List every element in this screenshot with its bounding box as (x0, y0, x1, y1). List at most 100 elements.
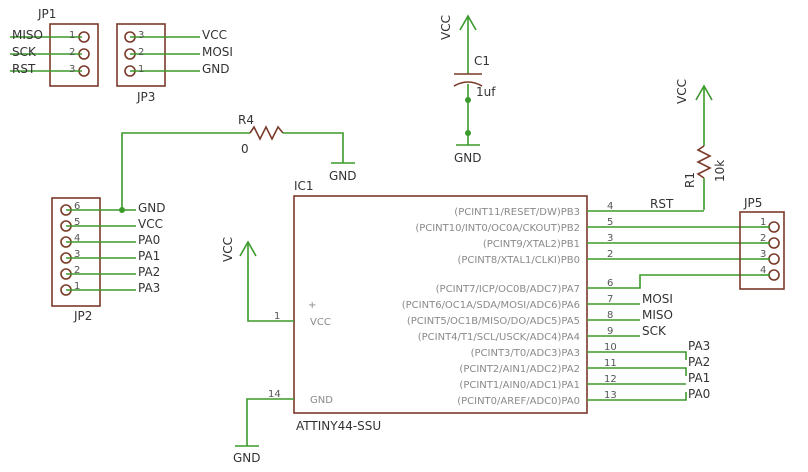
junction-dot (465, 130, 471, 136)
r1-zigzag (696, 145, 712, 179)
r4-name: R4 (238, 113, 254, 127)
ic1-net-label: PA1 (688, 371, 710, 385)
ic1-pin-label: (PCINT3/T0/ADC3)PA3 (471, 348, 580, 359)
ic1-net-label: PA3 (688, 339, 710, 353)
jp5-header: JP5 1 2 3 4 (739, 196, 785, 290)
ic1-pin-label: (PCINT4/T1/SCL/USCK/ADC4)PA4 (418, 332, 580, 343)
ic1-plus-mark: + (308, 300, 316, 311)
jp2-signal-label: PA2 (138, 265, 160, 279)
ic1-pin-number: 6 (607, 278, 613, 289)
ic1-pin-number: 9 (607, 326, 613, 337)
jp2-pin-number: 1 (74, 281, 80, 292)
jp2-signal-label: VCC (138, 217, 163, 231)
r4-gnd-label: GND (329, 169, 357, 183)
jp2-body (51, 197, 101, 307)
jp5-pin-circle (768, 253, 780, 265)
ic1-pin-number: 10 (604, 342, 617, 353)
ic1-pin-label: (PCINT10/INT0/OC0A/CKOUT)PB2 (415, 223, 580, 234)
jp2-signal-label: PA3 (138, 281, 160, 295)
jp2-pin-number: 3 (74, 249, 80, 260)
jp2-name: JP2 (73, 309, 92, 323)
ic1-gnd-supply-label: GND (233, 451, 261, 465)
ic1-net-label: RST (650, 197, 674, 211)
jp5-pin-number: 3 (760, 249, 766, 260)
jp3-header: 3 2 1 VCC MOSI GND JP3 (116, 23, 233, 104)
r1-name: R1 (683, 172, 697, 188)
jp1-pin-number: 1 (69, 30, 75, 41)
jp2-header: 6 5 4 3 2 1 GND VCC PA0 PA1 PA2 PA3 JP2 (51, 197, 166, 323)
jp5-pin-circle (768, 221, 780, 233)
jp1-header: JP1 MISO SCK RST 1 2 3 (10, 7, 99, 87)
jp3-body (116, 23, 166, 87)
ic1-pin-number: 11 (604, 358, 617, 369)
jp5-pin-circle (768, 269, 780, 281)
ic1-pin-label: (PCINT1/AIN0/ADC1)PA1 (459, 380, 580, 391)
r4-value: 0 (241, 142, 249, 156)
c1-gnd-label: GND (454, 151, 482, 165)
r4-zigzag (249, 125, 284, 141)
ic1-pin-label: (PCINT11/RESET/DW)PB3 (454, 207, 580, 218)
jp3-pin-number: 1 (138, 64, 144, 75)
jp2-signal-label: PA1 (138, 249, 160, 263)
jp2-pin-number: 4 (74, 233, 80, 244)
c1-plate (453, 81, 483, 87)
c1-capacitor: VCC C1 1uf GND (439, 14, 496, 165)
c1-name: C1 (474, 54, 490, 68)
c1-value: 1uf (476, 85, 496, 99)
ic1-net-label: PA0 (688, 387, 710, 401)
ic1-pin-number: 3 (607, 233, 613, 244)
ic1-pin-number: 7 (607, 294, 613, 305)
jp1-pin-number: 3 (69, 64, 75, 75)
jp1-body (49, 23, 99, 87)
junction-dot (465, 97, 471, 103)
ic1-net-label: MISO (642, 308, 673, 322)
ic1-net-label: SCK (642, 324, 667, 338)
jp2-pin-number: 5 (74, 217, 80, 228)
jp3-signal-label: VCC (202, 28, 227, 42)
ic1-gnd-pin-number: 14 (268, 389, 281, 400)
ic1-part: ATTINY44-SSU (296, 419, 381, 433)
ic1-pin-number: 2 (607, 249, 613, 260)
ic1-pin-label: (PCINT5/OC1B/MISO/DO/ADC5)PA5 (407, 316, 580, 327)
jp2-signal-label: GND (138, 201, 166, 215)
ic1-vcc-label: VCC (310, 317, 331, 328)
ic1-pin-number: 8 (607, 310, 613, 321)
ic1-pin-number: 4 (607, 201, 613, 212)
jp5-pin-number: 4 (760, 265, 766, 276)
jp2-signal-label: PA0 (138, 233, 160, 247)
ic1-gnd-label: GND (310, 395, 333, 406)
jp5-pin-number: 2 (760, 233, 766, 244)
r1-value: 10k (713, 160, 727, 182)
ic1-vcc-pin-number: 1 (274, 311, 280, 322)
jp1-signal-label: MISO (12, 28, 43, 42)
ic1-pin-number: 13 (604, 390, 617, 401)
ic1-pin-label: (PCINT7/ICP/OC0B/ADC7)PA7 (436, 284, 580, 295)
ic1-pin-label: (PCINT0/AREF/ADC0)PA0 (457, 396, 580, 407)
jp5-pin-number: 1 (760, 217, 766, 228)
ic1-net-label: PA2 (688, 355, 710, 369)
r4-resistor: R4 0 GND (121, 113, 357, 210)
jp1-pin-number: 2 (69, 47, 75, 58)
r1-vcc-label: VCC (675, 79, 689, 104)
c1-vcc-label: VCC (439, 15, 453, 40)
jp2-pin-number: 6 (74, 201, 80, 212)
jp3-signal-label: MOSI (202, 45, 233, 59)
ic1-chip: IC1 ATTINY44-SSU VCC 1 + VCC GND 14 GND … (221, 179, 760, 465)
ic1-net-label: MOSI (642, 292, 673, 306)
jp2-pin-number: 2 (74, 265, 80, 276)
ic1-pin-label: (PCINT2/AIN1/ADC2)PA2 (459, 364, 580, 375)
r1-resistor: VCC R1 10k (675, 79, 727, 210)
jp3-name: JP3 (136, 90, 155, 104)
jp3-signal-label: GND (202, 62, 230, 76)
ic1-pin-label: (PCINT6/OC1A/SDA/MOSI/ADC6)PA6 (402, 300, 580, 311)
junction-dot (119, 207, 125, 213)
ic1-pin-number: 5 (607, 217, 613, 228)
jp3-pin-number: 2 (138, 47, 144, 58)
ic1-vcc-supply-label: VCC (221, 237, 235, 262)
ic1-name: IC1 (294, 179, 314, 193)
ic1-pin-number: 12 (604, 374, 617, 385)
jp5-body (739, 211, 785, 290)
jp5-name: JP5 (743, 196, 762, 210)
